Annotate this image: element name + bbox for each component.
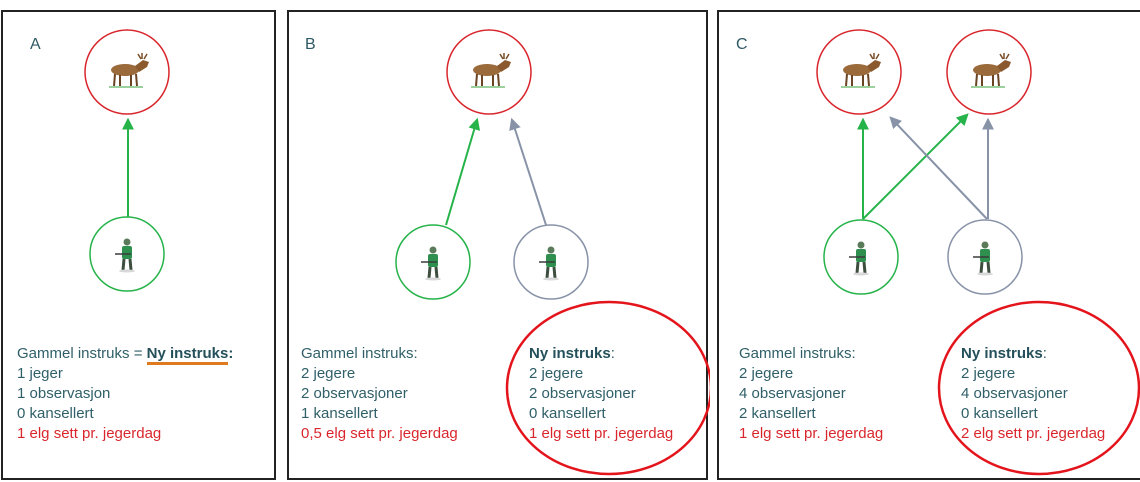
hunter-circle-green <box>395 224 471 300</box>
moose-icon <box>470 52 512 88</box>
heading-line: Gammel instruks = Ny instruks: <box>17 344 234 365</box>
line-hunters: 1 jeger <box>17 365 63 382</box>
new-instruction-heading: Ny instruks: <box>529 344 673 364</box>
panel-letter: B <box>305 36 316 53</box>
line-hunters: 2 jegere <box>961 365 1016 382</box>
line-rate: 1 elg sett pr. jegerdag <box>739 425 884 442</box>
colon: : <box>228 345 234 362</box>
panel-a: A Gammel instruks = Ny instruks: 1 jeger… <box>1 10 276 480</box>
new-instruction-block: Ny instruks: 2 jegere 4 observasjoner 0 … <box>961 344 1105 444</box>
observation-arrow-green <box>445 117 481 226</box>
hunter-circle-green <box>823 219 899 295</box>
moose-icon <box>108 52 150 88</box>
hunter-circle <box>89 216 165 292</box>
new-instruction-heading: Ny instruks: <box>961 344 1105 364</box>
old-instruction-title: Gammel instruks: <box>739 345 856 362</box>
observation-arrow-green-2 <box>862 113 969 220</box>
hunter-icon <box>971 240 995 277</box>
observation-arrow-grey-1 <box>889 116 988 220</box>
line-observations: 2 observasjoner <box>529 385 636 402</box>
new-instruction-title: Ny instruks <box>529 345 611 362</box>
line-hunters: 2 jegere <box>739 365 794 382</box>
diagram-a <box>84 29 170 292</box>
old-instruction-label: Gammel instruks = <box>17 345 147 362</box>
line-observations: 4 observasjoner <box>739 385 846 402</box>
hunter-circle-grey <box>513 224 589 300</box>
line-cancelled: 0 kansellert <box>961 405 1038 422</box>
hunter-icon <box>537 245 561 282</box>
line-hunters: 2 jegere <box>529 365 584 382</box>
line-hunters: 2 jegere <box>301 365 356 382</box>
line-cancelled: 1 kansellert <box>301 405 378 422</box>
line-observations: 1 observasjon <box>17 385 111 402</box>
line-rate: 1 elg sett pr. jegerdag <box>17 425 162 442</box>
colon: : <box>610 345 615 362</box>
moose-circle-left <box>816 29 902 115</box>
panel-letter: C <box>736 36 748 53</box>
observation-arrow-grey <box>509 117 547 226</box>
old-instruction-block: Gammel instruks: 2 jegere 2 observasjone… <box>301 344 458 444</box>
text-block-a: Gammel instruks = Ny instruks: 1 jeger 1… <box>17 344 233 444</box>
old-instruction-title: Gammel instruks: <box>301 345 418 362</box>
line-cancelled: 2 kansellert <box>739 405 816 422</box>
panel-c: C Gammel instruks: 2 jegere 4 observasjo… <box>717 10 1140 480</box>
colon: : <box>1042 345 1047 362</box>
line-observations: 2 observasjoner <box>301 385 408 402</box>
line-rate: 2 elg sett pr. jegerdag <box>961 425 1106 442</box>
hunter-circle-grey <box>947 219 1023 295</box>
moose-circle <box>84 29 170 115</box>
panel-b: B Gammel instruks: 2 jegere 2 observasjo… <box>287 10 710 480</box>
line-rate: 1 elg sett pr. jegerdag <box>529 425 674 442</box>
hunter-icon <box>113 237 137 274</box>
moose-icon <box>840 52 882 88</box>
new-instruction-title: Ny instruks <box>961 345 1043 362</box>
old-instruction-block: Gammel instruks: 2 jegere 4 observasjone… <box>739 344 883 444</box>
new-instruction-block: Ny instruks: 2 jegere 2 observasjoner 0 … <box>529 344 673 444</box>
moose-icon <box>970 52 1012 88</box>
panel-letter: A <box>30 36 41 53</box>
moose-circle-right <box>946 29 1032 115</box>
diagram-c <box>816 29 1140 476</box>
line-cancelled: 0 kansellert <box>17 405 94 422</box>
new-instruction-label: Ny instruks <box>146 345 229 365</box>
hunter-icon <box>419 245 443 282</box>
line-rate: 0,5 elg sett pr. jegerdag <box>301 425 458 442</box>
line-observations: 4 observasjoner <box>961 385 1068 402</box>
line-cancelled: 0 kansellert <box>529 405 606 422</box>
hunter-icon <box>847 240 871 277</box>
moose-circle <box>446 29 532 115</box>
